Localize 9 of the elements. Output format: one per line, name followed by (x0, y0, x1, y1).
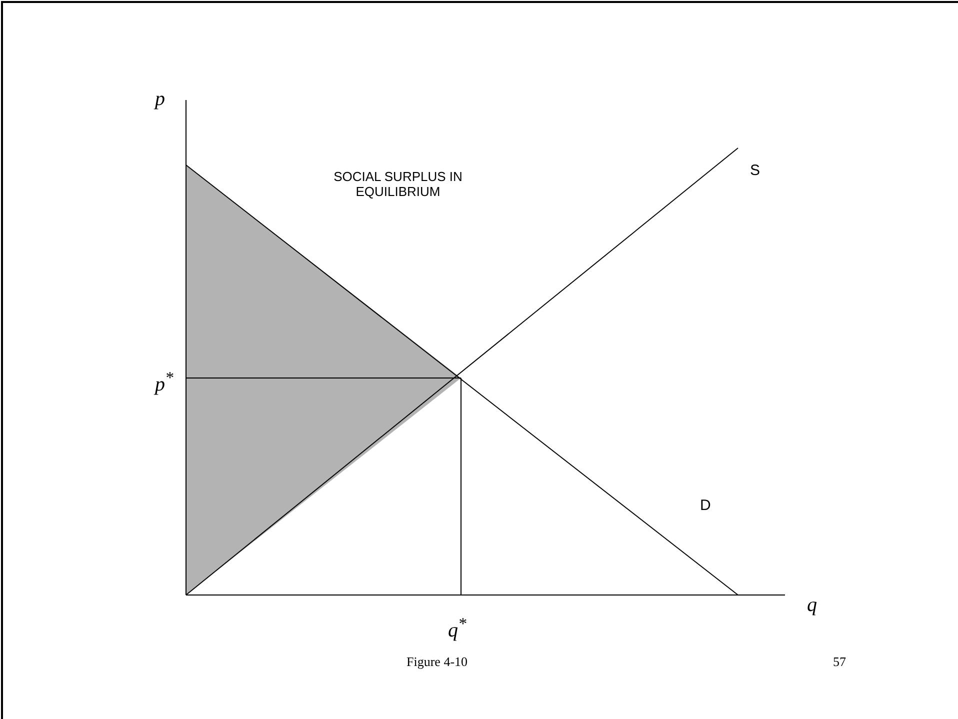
axis-label: q (807, 594, 817, 617)
curve-label: S (750, 162, 760, 180)
axis-label: p (155, 88, 165, 111)
tick-label: p$^{*}$ (155, 368, 174, 397)
chart-annotation: SOCIAL SURPLUS IN EQUILIBRIUM (332, 170, 464, 200)
tick-label: q$^{*}$ (448, 614, 466, 643)
page-number: 57 (833, 655, 846, 670)
curve-label: D (700, 497, 711, 514)
figure-caption: Figure 4-10 (406, 655, 468, 670)
